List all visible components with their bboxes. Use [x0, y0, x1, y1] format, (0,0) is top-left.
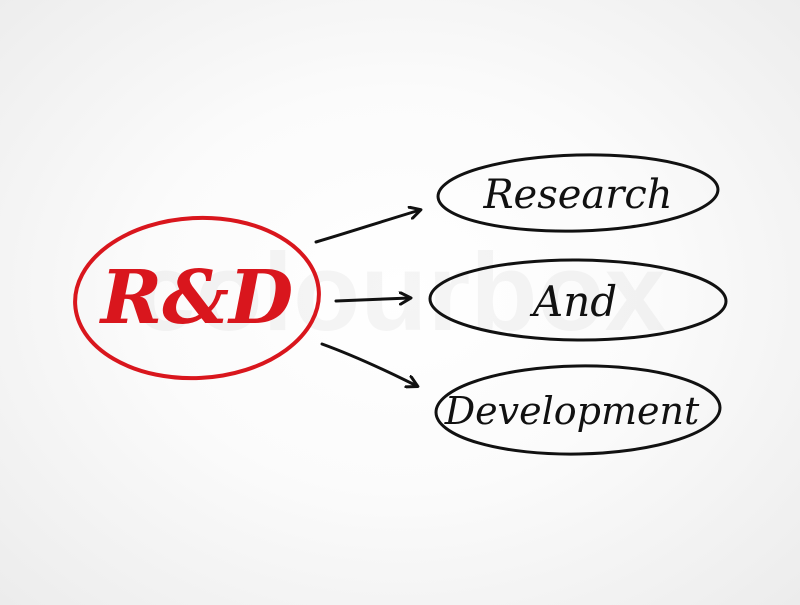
and-ellipse [428, 258, 728, 342]
acronym-ellipse [73, 215, 321, 381]
arrow-to-and [334, 298, 410, 301]
arrow-to-development [320, 342, 417, 386]
research-label: Research [482, 172, 672, 218]
development-label: Development [444, 389, 700, 433]
research-ellipse [436, 153, 720, 233]
and-label: And [529, 277, 617, 326]
acronym-text: R&D [99, 255, 293, 341]
arrow-to-research [314, 210, 420, 244]
development-ellipse [434, 364, 722, 456]
